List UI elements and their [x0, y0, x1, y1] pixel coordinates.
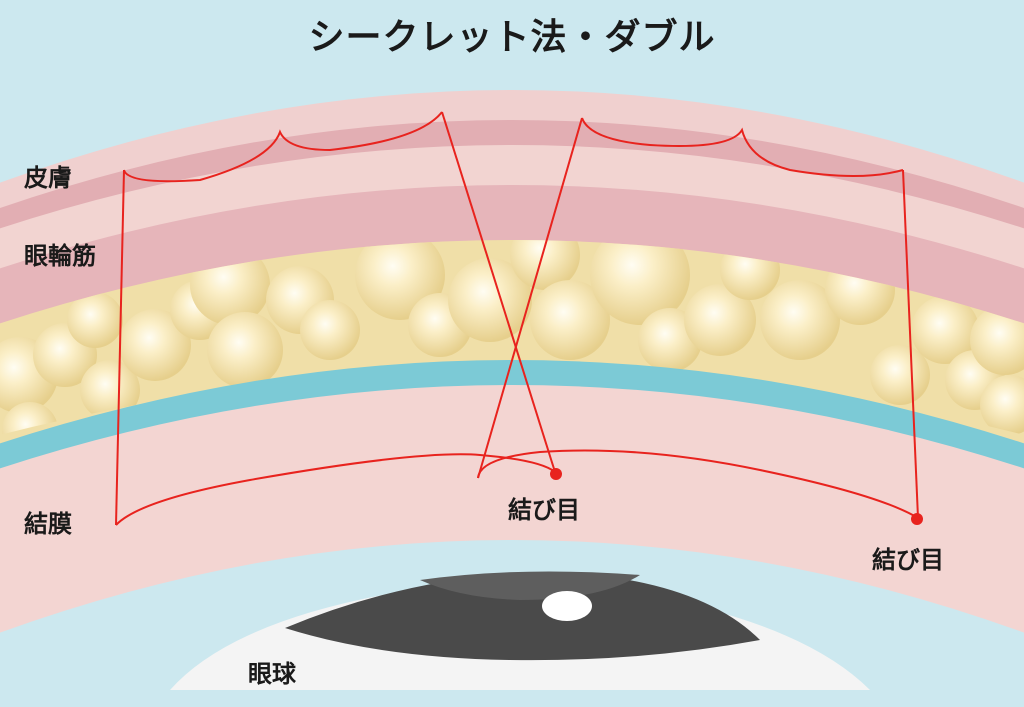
label-skin: 皮膚: [24, 164, 72, 192]
suture-left: [115, 111, 583, 526]
label-knot-center: 結び目: [508, 496, 580, 524]
eyeball-reflection: [542, 591, 592, 621]
knot-right: [911, 513, 923, 525]
knot-center: [550, 468, 562, 480]
page-title: シークレット法・ダブル: [308, 17, 716, 58]
label-orbicularis: 眼輪筋: [24, 242, 96, 270]
label-eyeball: 眼球: [248, 660, 296, 688]
label-knot-right: 結び目: [872, 546, 944, 574]
eyeball-iris: [285, 572, 760, 661]
suture-right: [477, 117, 919, 519]
label-conjunctiva: 結膜: [24, 510, 72, 538]
eyeball-iris-highlight: [420, 571, 640, 600]
